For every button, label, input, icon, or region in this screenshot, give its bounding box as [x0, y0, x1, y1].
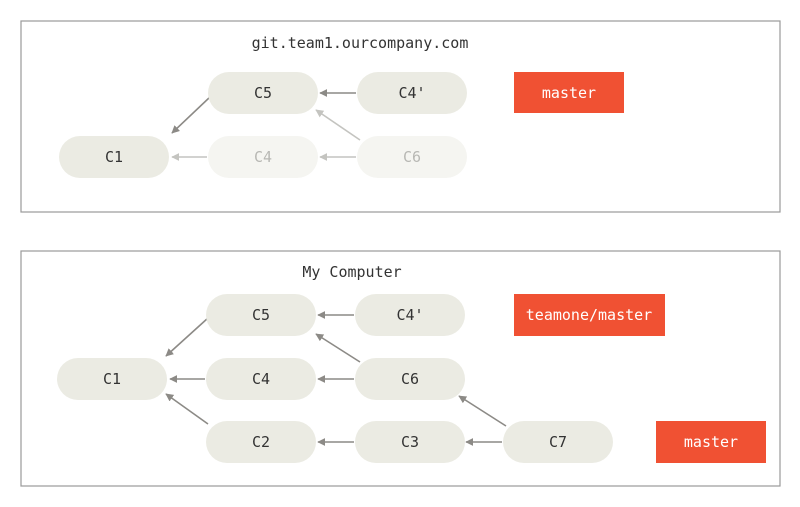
commit-C4-prime: C4'	[355, 294, 465, 336]
edge-C2-to-C1-arrow	[165, 393, 209, 425]
edge-C5-to-C1-arrow	[165, 317, 209, 357]
commit-node	[355, 294, 465, 336]
commit-C4: C4	[206, 358, 316, 400]
commit-C1: C1	[59, 136, 169, 178]
panel-local-edges	[165, 311, 507, 446]
branch-master-server: master	[514, 72, 624, 113]
panel-server-title: git.team1.ourcompany.com	[252, 34, 469, 52]
commit-label: C4'	[396, 306, 423, 324]
branch-box	[656, 421, 766, 463]
commit-C7: C7	[503, 421, 613, 463]
commit-C4-prime: C4'	[357, 72, 467, 114]
panel-local-title: My Computer	[302, 263, 401, 281]
branch-teamone-master: teamone/master	[514, 294, 665, 336]
commit-node	[357, 72, 467, 114]
commit-label: C7	[549, 433, 567, 451]
panel-server: git.team1.ourcompany.com C5 C4' C1 C4 C6…	[20, 20, 781, 213]
branch-box	[514, 72, 624, 113]
commit-C2: C2	[206, 421, 316, 463]
edge-C7-to-C6-arrow	[458, 395, 507, 427]
branch-label: master	[684, 433, 738, 451]
commit-node	[206, 294, 316, 336]
branch-master-local: master	[656, 421, 766, 463]
branch-label: master	[542, 84, 596, 102]
commit-label: C2	[252, 433, 270, 451]
commit-label: C5	[254, 84, 272, 102]
panel-local: My Computer C5 C4' C1 C4 C6 C2 C3	[20, 250, 781, 487]
commit-label: C3	[401, 433, 419, 451]
commit-node	[206, 358, 316, 400]
commit-C4-faded: C4	[208, 136, 318, 178]
commit-C3: C3	[355, 421, 465, 463]
commit-node	[357, 136, 467, 178]
commit-label: C1	[105, 148, 123, 166]
commit-node	[206, 421, 316, 463]
commit-node	[503, 421, 613, 463]
edge-C5-to-C1-arrow	[171, 96, 211, 134]
edge-C6-to-C5-arrow	[315, 109, 361, 141]
commit-node	[208, 72, 318, 114]
branch-label: teamone/master	[526, 306, 652, 324]
commit-node	[208, 136, 318, 178]
commit-C6-faded: C6	[357, 136, 467, 178]
edge-C6-to-C5-arrow	[315, 333, 361, 363]
commit-label: C4	[254, 148, 272, 166]
commit-node	[59, 136, 169, 178]
commit-label: C5	[252, 306, 270, 324]
commit-label: C6	[403, 148, 421, 166]
commit-node	[355, 358, 465, 400]
panel-server-edges	[171, 89, 361, 161]
commit-C5: C5	[208, 72, 318, 114]
commit-C6: C6	[355, 358, 465, 400]
commit-node	[355, 421, 465, 463]
commit-node	[57, 358, 167, 400]
commit-C1: C1	[57, 358, 167, 400]
commit-label: C1	[103, 370, 121, 388]
commit-label: C4	[252, 370, 270, 388]
commit-label: C6	[401, 370, 419, 388]
commit-C5: C5	[206, 294, 316, 336]
branch-box	[514, 294, 665, 336]
commit-label: C4'	[398, 84, 425, 102]
panel-server-frame	[20, 20, 781, 213]
